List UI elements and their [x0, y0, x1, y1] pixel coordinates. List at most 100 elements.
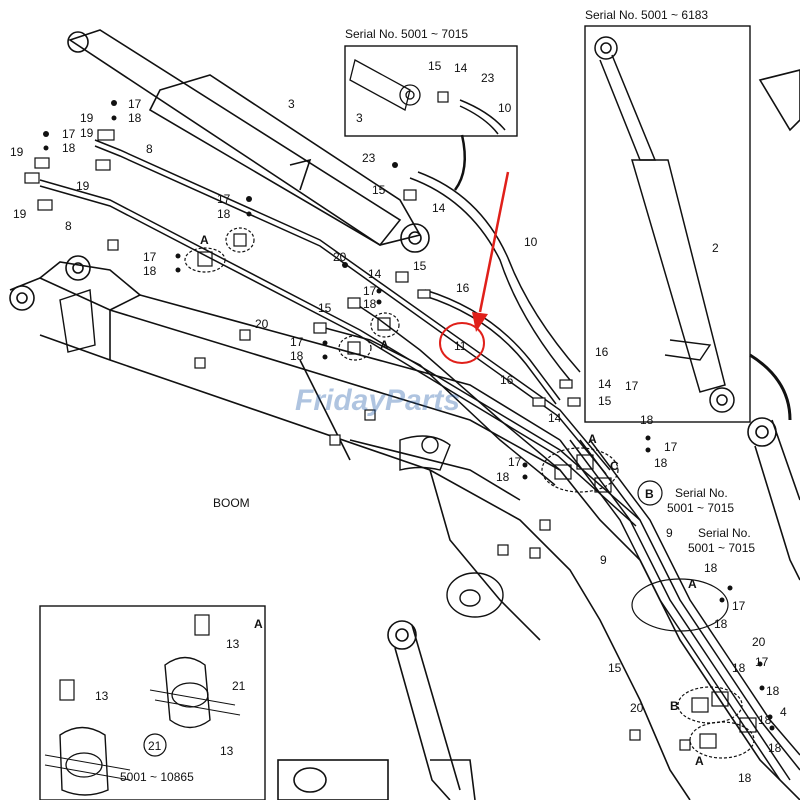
part-19d: 19 — [76, 179, 90, 193]
part-15a: 15 — [372, 183, 386, 197]
labels: Serial No. 5001 ~ 7015 15 14 23 3 10 Ser… — [10, 8, 787, 785]
highlight-annotation — [439, 171, 510, 364]
arm-cylinder — [387, 620, 476, 801]
callout-b-serial-2: 5001 ~ 7015 — [667, 501, 734, 515]
cylinder-bottom-partial — [277, 759, 389, 801]
part-18c: 18 — [217, 207, 231, 221]
part-18m: 18 — [766, 684, 780, 698]
part-9b: 9 — [600, 553, 607, 567]
inset-right-serial: Serial No. 5001 ~ 6183 — [585, 8, 708, 22]
part-18b: 18 — [62, 141, 76, 155]
part-18e: 18 — [363, 297, 377, 311]
part-17f: 17 — [290, 335, 304, 349]
part-18p: 18 — [738, 771, 752, 785]
part-19b: 19 — [80, 126, 94, 140]
callout-a5: A — [695, 754, 704, 768]
fittings — [313, 189, 581, 407]
boom-label: BOOM — [213, 496, 250, 510]
boom-bracket — [59, 289, 451, 471]
callout-shapes — [143, 480, 729, 757]
part-18n: 18 — [758, 713, 772, 727]
clamp-group-a3 — [541, 447, 619, 493]
part-14b: 14 — [368, 267, 382, 281]
pipes-8 — [39, 139, 641, 527]
boom-center-pin — [446, 572, 504, 618]
inset-bl-part-13a: 13 — [226, 637, 240, 651]
part-16c: 16 — [500, 373, 514, 387]
watermark: FridayParts — [295, 384, 460, 417]
part-3: 3 — [288, 97, 295, 111]
callout-a-serial-1: Serial No. — [698, 526, 751, 540]
inset-top-part-23: 23 — [481, 71, 495, 85]
inset-bl-part-21a: 21 — [232, 679, 246, 693]
inset-bl-letter: A — [254, 617, 263, 631]
part-17c: 17 — [217, 192, 231, 206]
part-4: 4 — [780, 705, 787, 719]
part-17e: 17 — [363, 284, 377, 298]
boom-cylinder-3 — [67, 29, 430, 253]
inset-top-part-15: 15 — [428, 59, 442, 73]
highlight-part-11: 11 — [454, 339, 467, 353]
inset-top — [344, 45, 518, 191]
part-18h: 18 — [654, 456, 668, 470]
part-17g: 17 — [625, 379, 639, 393]
boom-body — [9, 261, 800, 801]
part-15c: 15 — [318, 301, 332, 315]
part-18d: 18 — [143, 264, 157, 278]
part-15d: 15 — [598, 394, 612, 408]
cylinder-4 — [747, 417, 800, 581]
part-20b: 20 — [255, 317, 269, 331]
part-14d: 14 — [548, 411, 562, 425]
part-18i: 18 — [496, 470, 510, 484]
inset-top-serial: Serial No. 5001 ~ 7015 — [345, 27, 468, 41]
part-19e: 19 — [13, 207, 27, 221]
clips-19 — [24, 129, 115, 211]
part-17a: 17 — [128, 97, 142, 111]
boom-foot-pin — [9, 255, 91, 311]
callout-b-serial-1: Serial No. — [675, 486, 728, 500]
part-16a: 16 — [456, 281, 470, 295]
boom-clips — [107, 239, 691, 751]
callout-b: B — [645, 487, 654, 501]
part-18g: 18 — [640, 413, 654, 427]
clamp-group-b2 — [677, 686, 757, 759]
part-18j: 18 — [704, 561, 718, 575]
callout-a4: A — [688, 577, 697, 591]
part-10: 10 — [524, 235, 538, 249]
part-19c: 19 — [10, 145, 24, 159]
part-15b: 15 — [413, 259, 427, 273]
part-9a: 9 — [666, 526, 673, 540]
clamp-group-a1 — [184, 227, 255, 273]
part-18a: 18 — [128, 111, 142, 125]
inset-bl-part-13c: 13 — [95, 689, 109, 703]
arrow-decor-right — [749, 69, 800, 421]
callout-a3: A — [588, 432, 597, 446]
part-18k: 18 — [714, 617, 728, 631]
part-19a: 19 — [80, 111, 94, 125]
inset-top-part-14: 14 — [454, 61, 468, 75]
part-8a: 8 — [146, 142, 153, 156]
callout-a-serial-2: 5001 ~ 7015 — [688, 541, 755, 555]
part-14a: 14 — [432, 201, 446, 215]
inset-bl-serial: 5001 ~ 10865 — [120, 770, 194, 784]
part-20c: 20 — [752, 635, 766, 649]
part-18l: 18 — [732, 661, 746, 675]
callout-a2: A — [380, 338, 389, 352]
part-20d: 20 — [630, 701, 644, 715]
part-14c: 14 — [598, 377, 612, 391]
inset-top-part-10: 10 — [498, 101, 512, 115]
part-17d: 17 — [143, 250, 157, 264]
clamp-group-a2 — [338, 312, 400, 361]
inset-right-part-2: 2 — [712, 241, 719, 255]
part-20a: 20 — [333, 250, 347, 264]
part-18o: 18 — [768, 741, 782, 755]
callout-b2: B — [670, 699, 679, 713]
part-18f: 18 — [290, 349, 304, 363]
pipes-9 — [559, 439, 800, 781]
part-17k: 17 — [755, 655, 769, 669]
part-17h: 17 — [664, 440, 678, 454]
inset-top-part-3: 3 — [356, 111, 363, 125]
inset-right — [584, 25, 751, 423]
